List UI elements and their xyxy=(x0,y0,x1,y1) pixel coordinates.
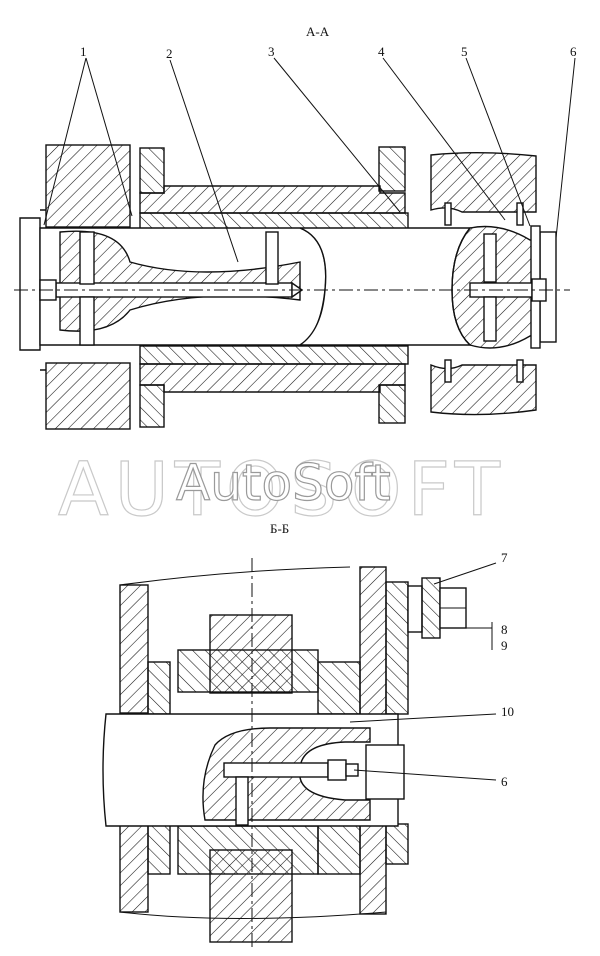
right-inner-upper xyxy=(317,661,361,715)
callout-3: 3 xyxy=(268,44,275,59)
inner-bolt-nut xyxy=(327,759,347,781)
seal-ring-3 xyxy=(444,359,452,383)
leader-7 xyxy=(433,562,497,585)
section-b-b-title: Б-Б xyxy=(270,521,289,536)
left-end-flange xyxy=(19,217,41,351)
break-line-top xyxy=(119,566,351,586)
upper-housing xyxy=(139,185,406,214)
watermark: AUTOSOFT AutoSoft xyxy=(57,446,506,533)
callout-7: 7 xyxy=(501,550,508,565)
sleeve-3 xyxy=(483,233,497,283)
sleeve-2 xyxy=(265,231,279,285)
flange-edge xyxy=(40,209,46,371)
right-outer-upper xyxy=(385,581,409,715)
leader-1a xyxy=(43,57,87,226)
washer-7 xyxy=(407,585,423,633)
left-upper-step xyxy=(139,147,165,194)
vertical-pin xyxy=(235,776,249,826)
left-plate-lower xyxy=(119,823,149,913)
leader-1b xyxy=(85,57,133,217)
left-inner-lower xyxy=(147,823,171,875)
watermark-logo: AutoSoft xyxy=(176,454,391,512)
left-upper-block xyxy=(45,144,131,228)
section-b-b: Б-Б xyxy=(102,521,514,950)
callout-1: 1 xyxy=(80,44,87,59)
section-a-a-title: А-А xyxy=(306,24,330,39)
leader-2 xyxy=(169,59,239,263)
lower-housing xyxy=(139,363,406,393)
right-upper-block xyxy=(430,152,537,213)
sleeve-4 xyxy=(79,296,95,346)
right-plate-lower xyxy=(359,823,387,915)
right-inner-lower xyxy=(317,823,361,875)
left-lower-block xyxy=(45,362,131,430)
seal-ring-1 xyxy=(444,202,452,226)
axle-middle xyxy=(297,227,472,346)
watermark-outline: AUTOSOFT xyxy=(58,447,506,533)
right-outer-lower xyxy=(385,823,409,865)
leader-3 xyxy=(273,57,401,213)
leader-4 xyxy=(382,57,506,221)
mid-upper-step xyxy=(378,146,406,192)
callout-6: 6 xyxy=(570,44,577,59)
left-plate-upper xyxy=(119,584,149,714)
callout-5: 5 xyxy=(461,44,468,59)
seal-ring-2 xyxy=(516,202,524,226)
center-hub-upper xyxy=(177,649,319,693)
section-a-a: А-А xyxy=(14,24,577,430)
callout-6-bottom: 6 xyxy=(501,774,508,789)
mid-lower-step xyxy=(378,384,406,424)
leader-5 xyxy=(465,57,531,227)
callout-4: 4 xyxy=(378,44,385,59)
left-inner-upper xyxy=(147,661,171,715)
sleeve-1 xyxy=(79,231,95,285)
callout-9: 9 xyxy=(501,638,508,653)
seal-ring-4 xyxy=(516,359,524,383)
lower-bushing xyxy=(139,345,409,365)
left-lower-step xyxy=(139,384,165,428)
callout-10: 10 xyxy=(501,704,514,719)
center-roller-bottom xyxy=(209,849,293,943)
nut-hatched xyxy=(421,577,441,639)
leader-10 xyxy=(349,713,497,723)
sleeve-5 xyxy=(483,296,497,342)
callout-8: 8 xyxy=(501,622,508,637)
callout-2: 2 xyxy=(166,46,173,61)
pin-part-2 xyxy=(59,230,301,332)
leader-6 xyxy=(555,57,576,239)
right-plate-upper xyxy=(359,566,387,716)
leader-6b xyxy=(353,769,497,781)
inner-bolt xyxy=(223,762,329,778)
